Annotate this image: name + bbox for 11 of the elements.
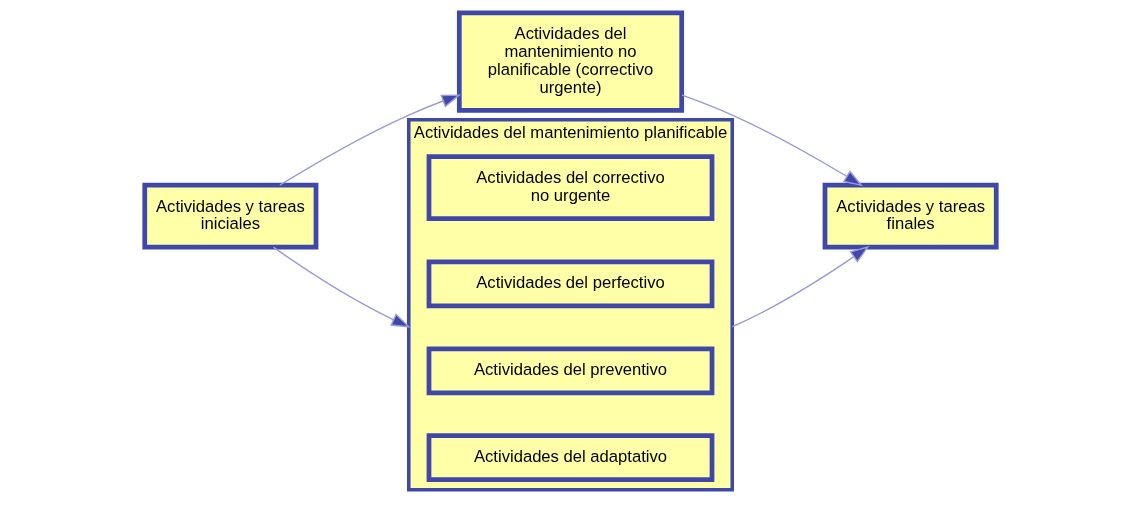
- node-box: Actividades del correctivo no urgente: [426, 154, 714, 221]
- arrow: [278, 94, 461, 186]
- node-box: Actividades del adaptativo: [426, 433, 714, 482]
- node-box: Actividades y tareas finales: [822, 182, 999, 250]
- arrow: [272, 246, 411, 328]
- arrow: [731, 245, 869, 328]
- node-box: Actividades del perfectivo: [426, 259, 714, 309]
- node-box: Actividades del mantenimiento no planificable (correctivo urgente): [456, 10, 684, 113]
- arrow: [680, 94, 863, 187]
- node-box: Actividades del preventivo: [426, 346, 714, 396]
- node-box: Actividades y tareas iniciales: [141, 182, 318, 250]
